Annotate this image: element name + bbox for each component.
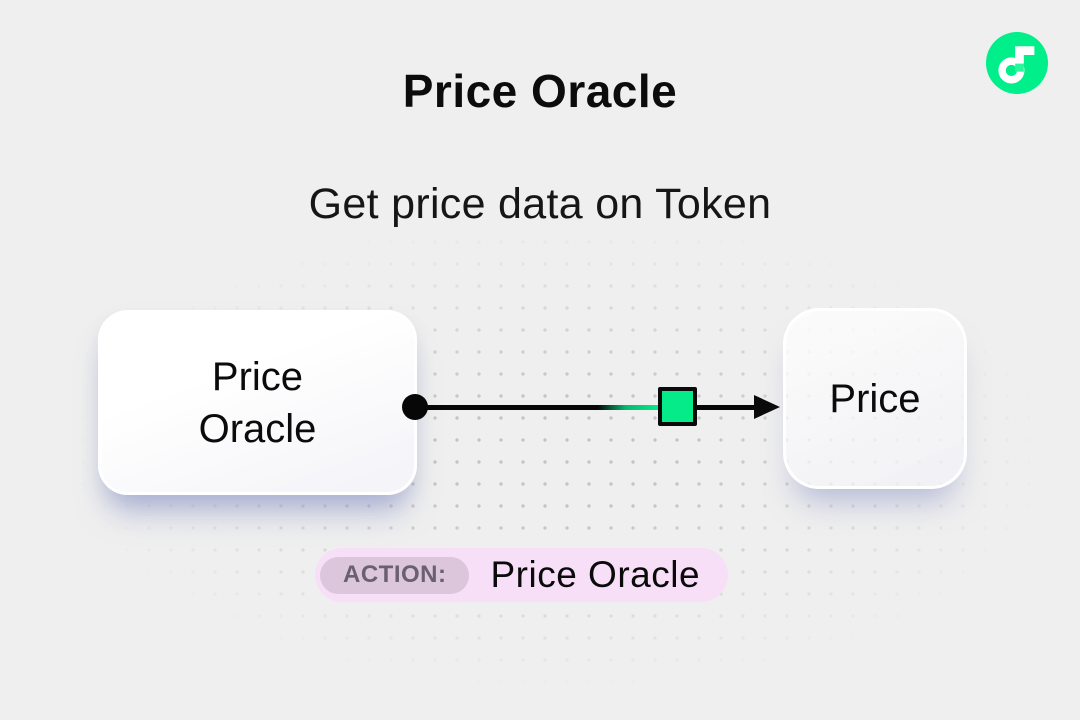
action-label-pill: ACTION: [320, 556, 470, 594]
connector-marker-square-icon [658, 387, 697, 426]
connector-start-dot-icon [402, 394, 428, 420]
page-title: Price Oracle [402, 65, 678, 117]
target-node-label: Price [829, 376, 921, 421]
page-subtitle: Get price data on Token [308, 180, 772, 228]
connector-arrowhead-icon [754, 395, 780, 419]
target-node: Price [783, 308, 967, 489]
connector-line [415, 405, 761, 410]
action-value: Price Oracle [490, 554, 701, 595]
source-node-label: Price Oracle [198, 354, 317, 451]
flow-logo-icon [986, 32, 1048, 94]
action-badge: ACTION: Price Oracle [315, 548, 729, 602]
source-node: Price Oracle [98, 310, 417, 495]
connector-green-fade [598, 405, 660, 410]
